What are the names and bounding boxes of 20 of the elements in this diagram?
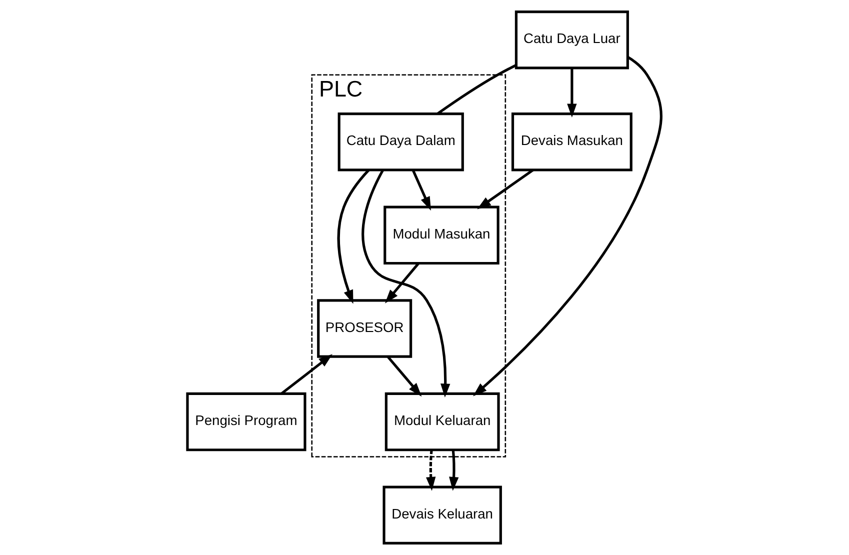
arrow [449, 450, 459, 491]
node-box: Catu Daya Luar [514, 10, 629, 70]
arrow [473, 56, 662, 396]
connector [436, 64, 516, 115]
node-box: Pengisi Program [186, 392, 306, 452]
node-box: Catu Daya Dalam [338, 112, 464, 172]
arrow [384, 262, 420, 304]
arrow [477, 168, 534, 210]
node-box: Devais Keluaran [382, 486, 502, 544]
arrow [412, 169, 431, 211]
arrow [280, 354, 332, 395]
arrow [567, 68, 577, 118]
arrow [337, 169, 370, 304]
arrow [386, 356, 422, 397]
node-box: Devais Masukan [511, 112, 632, 172]
arrow [426, 450, 436, 491]
node-box: Modul Masukan [384, 206, 500, 265]
arrow [362, 169, 450, 398]
node-box: Modul Keluaran [384, 392, 500, 452]
node-box: PROSESOR [317, 299, 412, 358]
